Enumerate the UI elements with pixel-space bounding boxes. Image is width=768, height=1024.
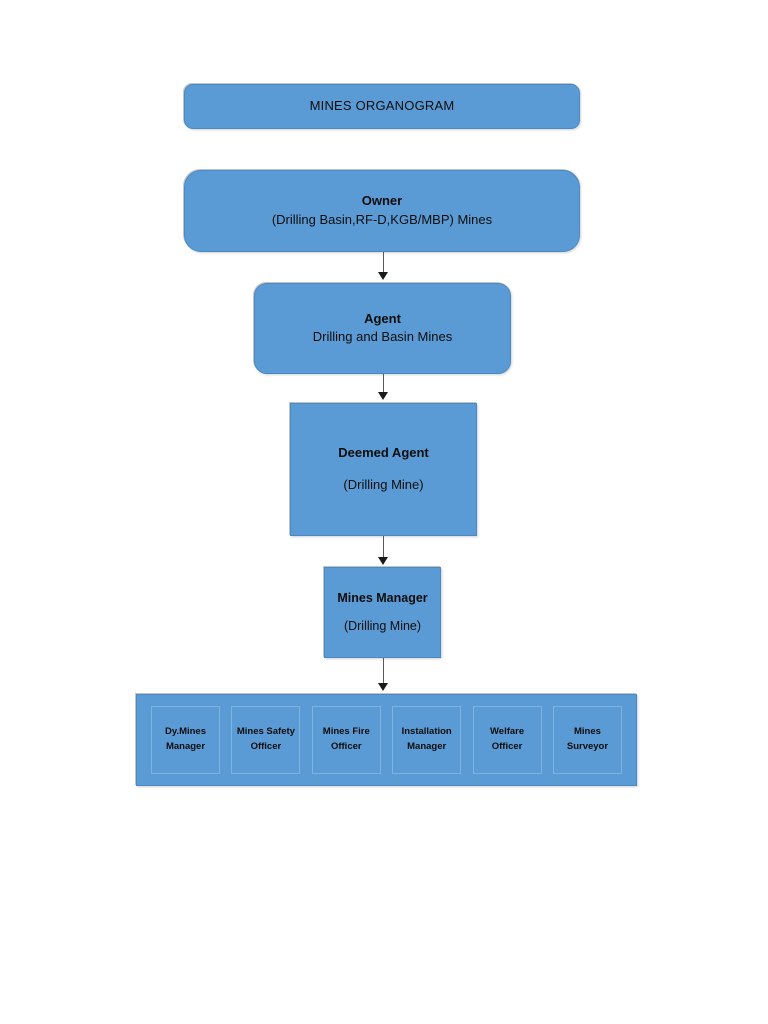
node-agent-title: Agent <box>364 310 401 326</box>
reports-band: Dy.Mines Manager Mines Safety Officer Mi… <box>136 694 637 786</box>
node-agent-subtitle: Drilling and Basin Mines <box>312 329 453 345</box>
arrowhead-deemed-agent-to-mines-manager <box>378 557 388 565</box>
node-mines-manager-title: Mines Manager <box>337 590 428 605</box>
node-agent: Agent Drilling and Basin Mines <box>254 283 511 374</box>
arrowhead-owner-to-agent <box>378 272 388 280</box>
connector-agent-to-deemed-agent <box>383 374 384 395</box>
report-box: Mines Fire Officer <box>311 706 381 774</box>
node-owner: Owner (Drilling Basin,RF-D,KGB/MBP) Mine… <box>184 170 580 252</box>
node-mines-manager-subtitle: (Drilling Mine) <box>343 619 422 634</box>
connector-owner-to-agent <box>383 252 384 275</box>
node-deemed-agent-title: Deemed Agent <box>338 444 429 460</box>
node-owner-subtitle: (Drilling Basin,RF-D,KGB/MBP) Mines <box>271 211 493 227</box>
report-box: Installation Manager <box>392 706 462 774</box>
node-deemed-agent-subtitle: (Drilling Mine) <box>343 477 424 493</box>
report-box: Dy.Mines Manager <box>151 706 220 774</box>
diagram-title-text: MINES ORGANOGRAM <box>309 98 455 114</box>
report-box: Mines Surveyor <box>552 706 622 774</box>
arrowhead-agent-to-deemed-agent <box>378 392 388 400</box>
report-box: Welfare Officer <box>472 706 542 774</box>
node-mines-manager: Mines Manager (Drilling Mine) <box>324 567 441 658</box>
report-box: Mines Safety Officer <box>231 706 301 774</box>
diagram-title-box: MINES ORGANOGRAM <box>184 84 580 129</box>
connector-deemed-agent-to-mines-manager <box>383 536 384 560</box>
arrowhead-mines-manager-to-reports <box>378 683 388 691</box>
connector-mines-manager-to-reports <box>383 658 384 686</box>
node-deemed-agent: Deemed Agent (Drilling Mine) <box>290 403 477 536</box>
node-owner-title: Owner <box>361 193 403 209</box>
